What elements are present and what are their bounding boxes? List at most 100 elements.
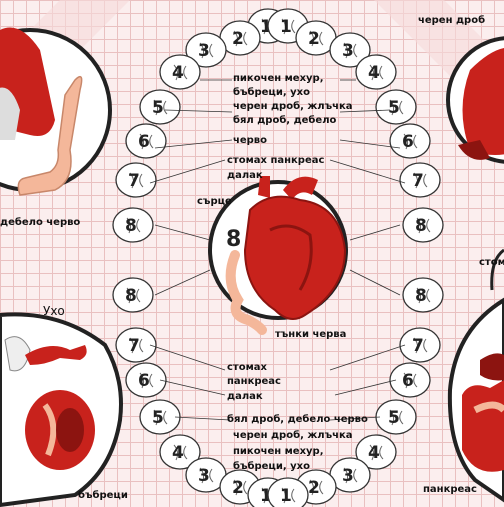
tooth-upper-right-4: 4 — [355, 54, 397, 90]
tooth-upper-left-8: 8 — [112, 207, 154, 243]
liver-image — [446, 36, 504, 164]
tooth-number: 4 — [172, 443, 184, 463]
tooth-outline — [402, 207, 444, 243]
label-spleen-upper: далак — [227, 170, 263, 181]
tooth-groove — [199, 467, 214, 484]
tooth-groove — [389, 409, 404, 426]
tooth-upper-left-5: 5 — [139, 89, 181, 125]
connector-line — [164, 109, 233, 113]
tooth-outline — [389, 362, 431, 398]
connector-line — [159, 379, 226, 396]
ear-kidney-image — [0, 312, 123, 507]
label-liver-upper: черен дроб, жлъчка — [233, 101, 353, 112]
tooth-number: 2 — [308, 29, 320, 49]
connector-line — [339, 109, 391, 113]
tooth-groove — [416, 217, 431, 234]
tooth-groove — [173, 64, 188, 81]
tooth-number: 7 — [128, 336, 140, 356]
label-lung-colon-lower: бял дроб, дебело черво — [227, 414, 368, 425]
tooth-groove — [153, 409, 168, 426]
tooth-number: 5 — [152, 408, 164, 428]
tooth-upper-left-4: 4 — [159, 54, 201, 90]
tooth-lower-left-7: 7 — [115, 327, 157, 363]
heart-septum — [269, 224, 313, 291]
large-intestine-image — [0, 27, 112, 196]
pancreas-shape — [473, 401, 504, 414]
tooth-number: 2 — [232, 29, 244, 49]
ear-canal-shape — [25, 345, 87, 365]
tooth-outline — [125, 362, 167, 398]
organ-circle-frame — [490, 248, 504, 291]
tooth-lower-left-8: 8 — [112, 277, 154, 313]
tooth-lower-right-7: 7 — [399, 327, 441, 363]
label-liver: черен дроб — [418, 15, 486, 26]
tooth-groove — [281, 18, 296, 35]
tooth-groove — [173, 444, 188, 461]
tooth-lower-left-4: 4 — [159, 434, 201, 470]
kidney-medulla-shape — [56, 408, 84, 452]
tooth-number: 6 — [402, 371, 414, 391]
aortic-arch-shape — [283, 176, 318, 200]
label-ear: Ухо — [43, 304, 65, 318]
label-kidneys: бъбреци — [78, 490, 128, 501]
ear-shape — [4, 336, 31, 372]
tooth-outline — [115, 162, 157, 198]
tooth-outline — [125, 123, 167, 159]
tooth-groove — [403, 133, 418, 150]
tooth-outline — [329, 32, 371, 68]
duodenum-shape — [462, 380, 504, 472]
tooth-groove — [309, 30, 324, 47]
pancreas-image — [447, 297, 504, 503]
tooth-upper-right-3: 3 — [329, 32, 371, 68]
tooth-groove — [413, 337, 428, 354]
label-bladder-lower: пикочен мехур, — [233, 446, 324, 457]
tooth-groove — [281, 487, 296, 504]
label-colon-upper: черво — [233, 135, 268, 146]
connector-line — [339, 139, 401, 149]
tooth-outline — [355, 434, 397, 470]
label-pancreas: панкреас — [423, 484, 477, 495]
stomach-part-shape — [480, 353, 504, 381]
tooth-number: 6 — [402, 132, 414, 152]
gallbladder-shape — [458, 140, 490, 160]
bronchi-shape — [0, 87, 20, 140]
tooth-upper-right-7: 7 — [399, 162, 441, 198]
tooth-number: 3 — [342, 41, 354, 61]
tooth-groove — [139, 133, 154, 150]
small-intestine-shape — [225, 250, 267, 335]
tooth-groove — [139, 372, 154, 389]
tooth-groove — [403, 372, 418, 389]
tooth-number: 7 — [412, 336, 424, 356]
tooth-number: 2 — [232, 478, 244, 498]
tooth-number: 8 — [415, 216, 427, 236]
tooth-number: 8 — [415, 286, 427, 306]
tooth-outline — [399, 327, 441, 363]
label-large-intestine: дебело черво — [0, 217, 81, 228]
tooth-groove — [413, 172, 428, 189]
tooth-outline — [159, 54, 201, 90]
tooth-number: 1 — [280, 486, 292, 506]
label-heart: сърце — [197, 196, 232, 207]
tooth-lower-right-4: 4 — [355, 434, 397, 470]
tooth-outline — [185, 32, 227, 68]
tooth-groove — [369, 444, 384, 461]
tooth-groove — [343, 42, 358, 59]
tooth-lower-left-5: 5 — [139, 399, 181, 435]
label-bladder-upper: пикочен мехур, — [233, 73, 324, 84]
label-lung-upper: бял дроб, дебело — [233, 115, 337, 126]
tooth-number: 4 — [368, 63, 380, 83]
tooth-number: 4 — [368, 443, 380, 463]
connector-line — [174, 416, 231, 421]
tooth-number: 1 — [260, 486, 272, 506]
tooth-groove — [416, 287, 431, 304]
tooth-lower-right-8: 8 — [402, 277, 444, 313]
tooth-number: 7 — [128, 171, 140, 191]
tooth-upper-left-7: 7 — [115, 162, 157, 198]
label-stomach-lower: стомах — [227, 362, 267, 373]
tooth-number: 3 — [198, 41, 210, 61]
tooth-number: 4 — [172, 63, 184, 83]
tooth-outline — [402, 277, 444, 313]
